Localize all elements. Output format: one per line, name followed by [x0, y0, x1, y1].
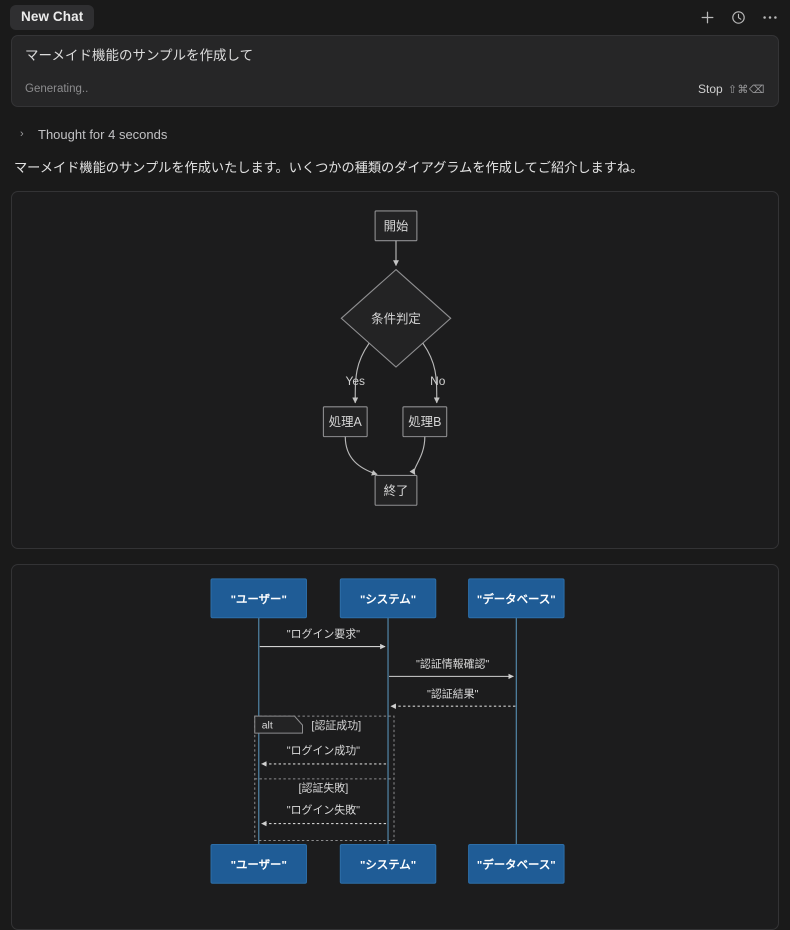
actor-label-user-bottom: "ユーザー" — [231, 858, 287, 871]
alt-condition-success: [認証成功] — [311, 718, 361, 732]
prompt-text: マーメイド機能のサンプルを作成して — [25, 48, 254, 63]
flow-edge-procb-end — [409, 436, 426, 476]
sequence-svg: "ユーザー" "システム" "データベース" "ログイン要求" "認証情報確認"… — [210, 578, 565, 884]
flow-edge-cond-procb — [422, 342, 440, 404]
actor-box-user-top: "ユーザー" — [210, 578, 307, 619]
flow-edge-cond-proca — [352, 342, 370, 404]
actor-label-user-top: "ユーザー" — [231, 593, 287, 606]
flow-node-condition: 条件判定 — [340, 268, 452, 368]
message-label-login-request: "ログイン要求" — [287, 627, 360, 641]
flow-node-proca-label: 処理A — [329, 415, 363, 429]
actor-label-system-bottom: "システム" — [360, 858, 416, 871]
flow-node-procb: 処理B — [402, 406, 448, 438]
actor-label-system-top: "システム" — [360, 593, 416, 606]
message-label-auth-check: "認証情報確認" — [416, 657, 489, 671]
plus-icon[interactable] — [699, 9, 716, 26]
alt-keyword-label: alt — [262, 721, 273, 732]
actor-label-database-bottom: "データベース" — [477, 857, 556, 871]
actor-box-database-top: "データベース" — [468, 578, 565, 619]
stop-label: Stop — [698, 82, 723, 96]
generating-status: Generating.. — [25, 83, 89, 95]
more-options-icon[interactable] — [761, 9, 778, 26]
topbar-actions — [699, 9, 778, 26]
thought-toggle[interactable]: › Thought for 4 seconds — [0, 107, 790, 145]
flow-node-start-label: 開始 — [384, 219, 409, 233]
flow-edge-proca-end — [344, 436, 378, 476]
flow-node-procb-label: 処理B — [408, 415, 441, 429]
alt-block-frame: alt — [254, 715, 395, 842]
flow-node-condition-label: 条件判定 — [371, 311, 421, 326]
flowchart-svg: 開始 条件判定 Yes No 処理A 処理B — [322, 210, 452, 506]
flowchart-diagram-card: 開始 条件判定 Yes No 処理A 処理B — [11, 191, 779, 550]
alt-condition-failure: [認証失敗] — [299, 781, 349, 795]
flow-node-end: 終了 — [374, 475, 418, 506]
new-chat-button[interactable]: New Chat — [10, 5, 95, 30]
chevron-right-icon: › — [20, 128, 24, 140]
flow-edge-label-no: No — [430, 374, 446, 388]
actor-box-system-bottom: "システム" — [339, 844, 437, 884]
message-label-login-success: "ログイン成功" — [287, 743, 360, 757]
top-bar: New Chat — [0, 0, 790, 35]
history-clock-icon[interactable] — [730, 9, 747, 26]
flow-node-start: 開始 — [374, 210, 418, 242]
actor-label-database-top: "データベース" — [477, 592, 556, 606]
actor-box-system-top: "システム" — [339, 578, 437, 619]
message-label-login-failure: "ログイン失敗" — [287, 803, 360, 817]
actor-box-database-bottom: "データベース" — [468, 844, 565, 884]
thought-label: Thought for 4 seconds — [38, 127, 168, 142]
prompt-footer: Generating.. Stop ⇧⌘⌫ — [25, 82, 765, 96]
sequence-diagram-card: "ユーザー" "システム" "データベース" "ログイン要求" "認証情報確認"… — [11, 564, 779, 930]
message-label-auth-result: "認証結果" — [427, 686, 479, 700]
assistant-paragraph: マーメイド機能のサンプルを作成いたします。いくつかの種類のダイアグラムを作成して… — [14, 160, 644, 175]
flow-node-proca: 処理A — [322, 406, 368, 438]
actor-box-user-bottom: "ユーザー" — [210, 844, 307, 884]
flow-edge-label-yes: Yes — [345, 374, 364, 388]
prompt-card[interactable]: マーメイド機能のサンプルを作成して Generating.. Stop ⇧⌘⌫ — [11, 35, 779, 107]
flow-node-end-label: 終了 — [384, 483, 409, 498]
stop-button[interactable]: Stop ⇧⌘⌫ — [698, 82, 765, 96]
stop-shortcut: ⇧⌘⌫ — [727, 83, 765, 96]
